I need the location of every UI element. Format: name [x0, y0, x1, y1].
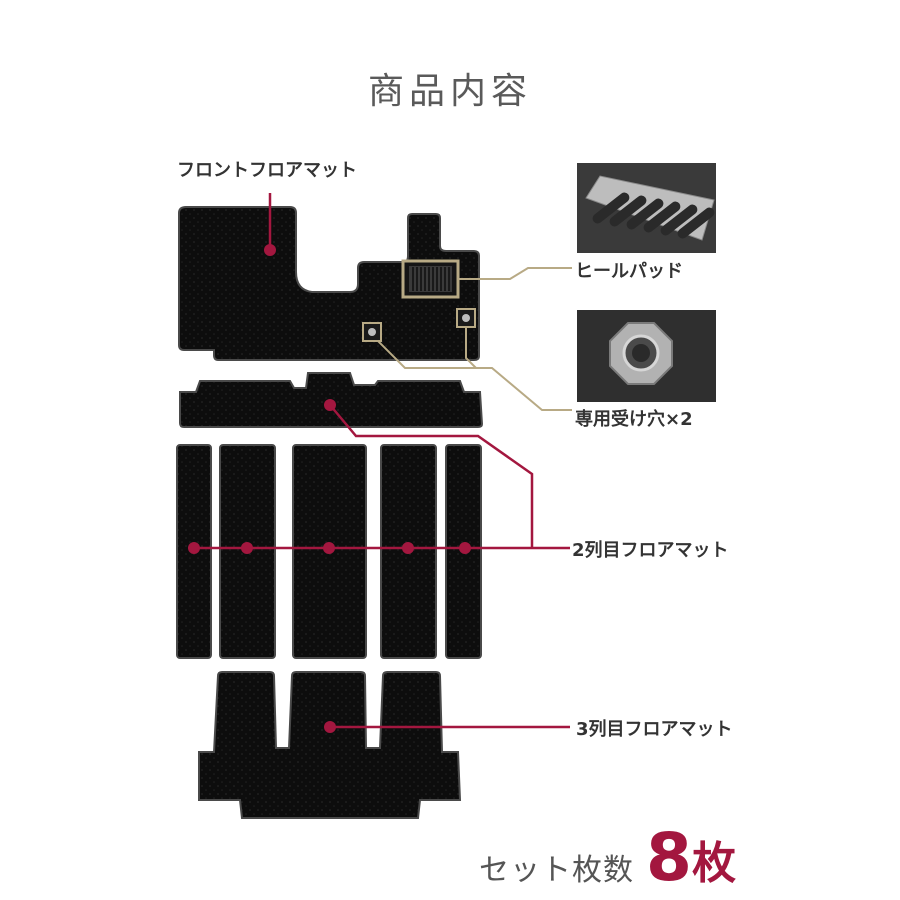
- heel-pad-callout-line: [458, 267, 572, 280]
- page-title: 商品内容: [368, 71, 532, 112]
- second-row-back-marker: [324, 399, 336, 411]
- second-row-marker-3: [323, 542, 335, 554]
- second-row-label: 2列目フロアマット: [572, 540, 729, 561]
- heel-pad-label: ヒールパッド: [575, 261, 683, 282]
- set-count-unit: 枚: [692, 838, 736, 889]
- hole-right-callout-line: [465, 327, 477, 369]
- second-row-marker-2: [241, 542, 253, 554]
- third-row-mat: [198, 671, 462, 819]
- front-mat-label: フロントフロアマット: [177, 160, 357, 181]
- second-row-marker-1: [188, 542, 200, 554]
- front-floor-mat: [178, 206, 480, 361]
- heel-pad-photo: [577, 163, 716, 253]
- hole-photo: [577, 310, 716, 402]
- hole-left-callout-line: [377, 340, 572, 411]
- hole-left-on-mat: [362, 322, 382, 342]
- front-mat-marker: [264, 244, 276, 256]
- second-row-back-callout-line: [329, 404, 534, 548]
- third-row-label: 3列目フロアマット: [576, 719, 733, 740]
- set-count-label: セット枚数: [479, 853, 634, 888]
- third-row-marker: [324, 721, 336, 733]
- second-row-marker-4: [402, 542, 414, 554]
- hole-right-on-mat: [456, 308, 476, 328]
- second-row-marker-5: [459, 542, 471, 554]
- holes-label: 専用受け穴×2: [575, 408, 693, 430]
- heel-pad-on-mat: [401, 259, 460, 299]
- set-count-number: 8: [646, 819, 692, 896]
